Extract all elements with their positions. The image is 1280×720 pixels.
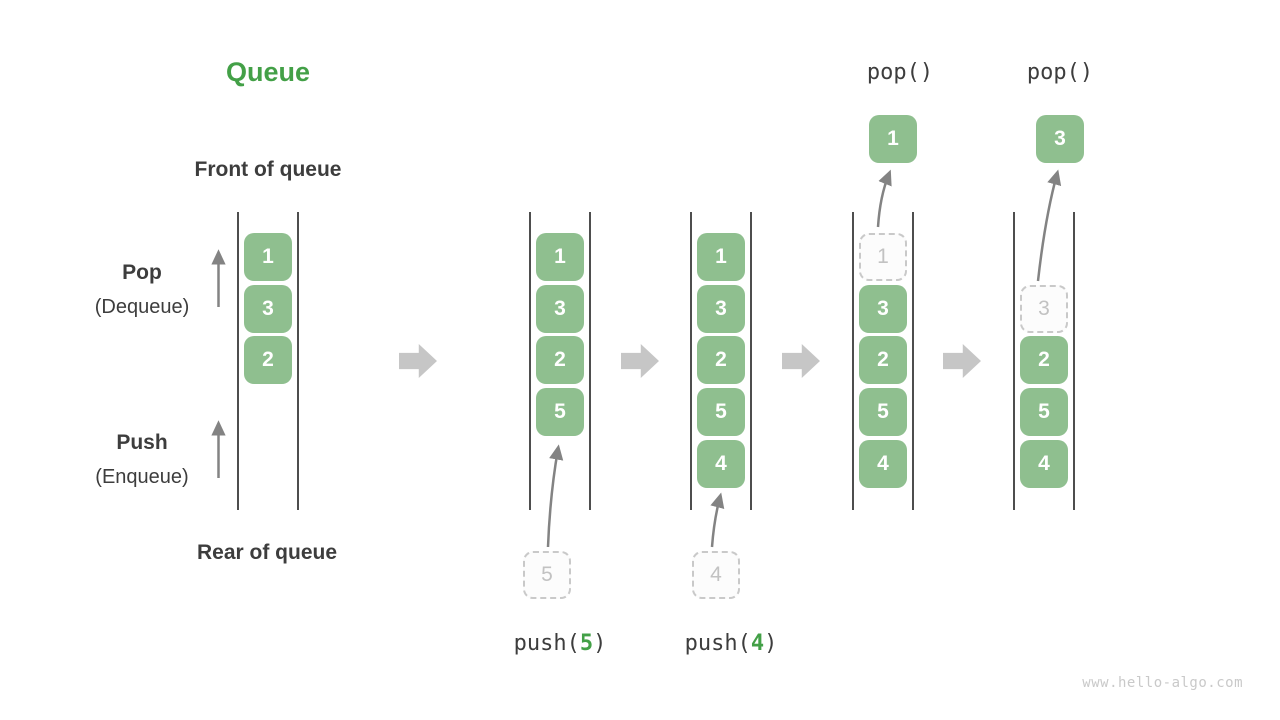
step-arrow-icon [399,344,437,378]
push-close-text: ) [764,631,778,656]
rear-of-queue-label: Rear of queue [196,541,338,564]
queue-item: 3 [244,285,292,333]
front-of-queue-label: Front of queue [194,158,342,181]
queue-item: 5 [1020,388,1068,436]
queue-item: 4 [1020,440,1068,488]
push5-arrow-icon [546,444,564,548]
queue-item: 3 [536,285,584,333]
queue-item: 5 [536,388,584,436]
pop-call-label: pop() [866,60,934,85]
queue-wall [1013,212,1015,510]
pop1-arrow-icon [876,169,892,228]
queue-item: 2 [244,336,292,384]
step-arrow-icon [621,344,659,378]
dequeue-label: (Dequeue) [94,296,190,318]
push-arg-text: 4 [750,631,765,656]
queue-item: 3 [859,285,907,333]
queue-wall [529,212,531,510]
push-fn-text: push( [513,631,580,656]
pop2-arrow-icon [1036,169,1062,282]
pop-call-label: pop() [1026,60,1094,85]
queue-wall [589,212,591,510]
queue-wall [852,212,854,510]
push-fn-text: push( [684,631,751,656]
queue-item: 4 [859,440,907,488]
page-title: Queue [225,57,311,87]
step-arrow-icon [943,344,981,378]
pushed-item-ghost: 5 [523,551,571,599]
queue-wall [690,212,692,510]
push-call-label: push(5) [485,631,635,656]
queue-item: 1 [536,233,584,281]
queue-item: 1 [244,233,292,281]
queue-item: 2 [536,336,584,384]
push4-arrow-icon [710,492,725,548]
queue-item-ghost: 1 [859,233,907,281]
popped-item: 1 [869,115,917,163]
push-label: Push [116,431,168,454]
queue-item: 2 [859,336,907,384]
queue-item: 2 [697,336,745,384]
queue-item: 5 [697,388,745,436]
pushed-item-ghost: 4 [692,551,740,599]
queue-item: 3 [697,285,745,333]
queue-wall [297,212,299,510]
step-arrow-icon [782,344,820,378]
queue-wall [1073,212,1075,510]
enqueue-label: (Enqueue) [95,466,189,488]
queue-item: 5 [859,388,907,436]
push-arg-text: 5 [579,631,594,656]
queue-item: 1 [697,233,745,281]
popped-item: 3 [1036,115,1084,163]
queue-wall [237,212,239,510]
push-call-label: push(4) [656,631,806,656]
pop-label: Pop [122,261,162,284]
push-close-text: ) [593,631,607,656]
queue-item-ghost: 3 [1020,285,1068,333]
queue-item: 4 [697,440,745,488]
queue-wall [912,212,914,510]
watermark: www.hello-algo.com [1082,675,1243,691]
queue-item: 2 [1020,336,1068,384]
queue-wall [750,212,752,510]
